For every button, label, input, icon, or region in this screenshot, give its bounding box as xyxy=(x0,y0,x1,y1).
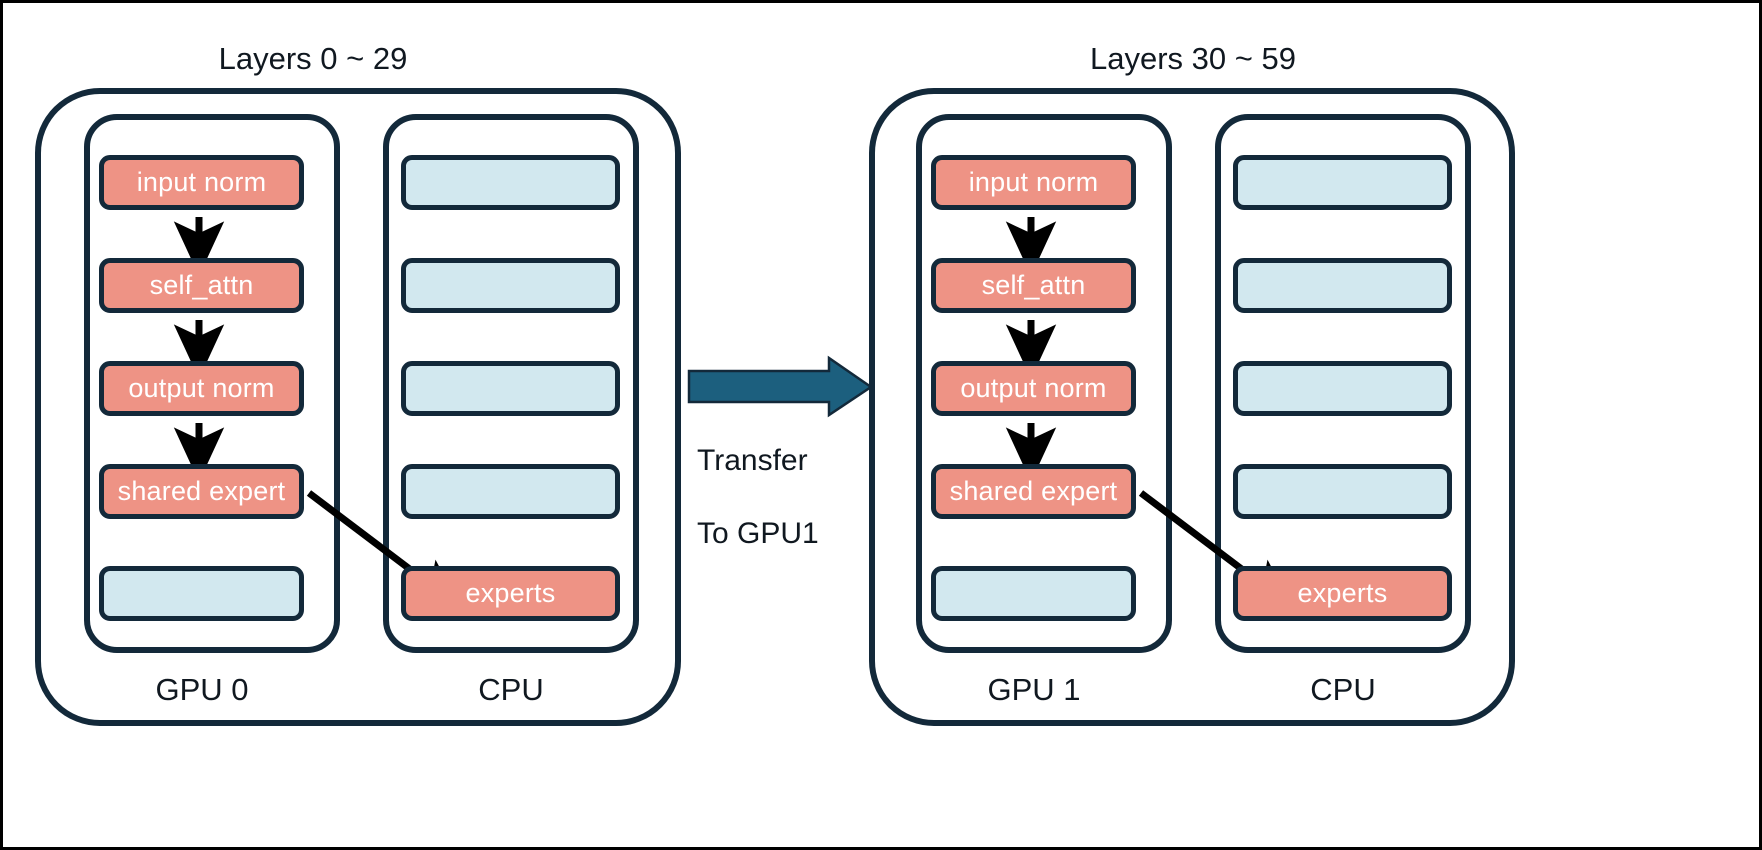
cpu1-block-slot-3[interactable] xyxy=(1233,361,1452,416)
gpu0-block-self-attn[interactable]: self_attn xyxy=(99,258,304,313)
cpu1-block-experts-label: experts xyxy=(1297,578,1388,608)
cpu0-block-slot-4[interactable] xyxy=(401,464,620,519)
gpu0-block-shared-expert[interactable]: shared expert xyxy=(99,464,304,519)
gpu0-block-input-norm-label: input norm xyxy=(136,167,267,197)
transfer-arrow-group xyxy=(687,355,874,418)
cpu0-block-experts[interactable]: experts xyxy=(401,566,620,621)
gpu1-block-output-norm[interactable]: output norm xyxy=(931,361,1136,416)
gpu0-block-output-norm[interactable]: output norm xyxy=(99,361,304,416)
gpu0-block-input-norm[interactable]: input norm xyxy=(99,155,304,210)
gpu0-block-output-norm-label: output norm xyxy=(128,373,275,403)
transfer-label: Transfer To GPU1 xyxy=(697,406,872,589)
gpu1-block-self-attn[interactable]: self_attn xyxy=(931,258,1136,313)
cpu1-block-slot-4[interactable] xyxy=(1233,464,1452,519)
gpu1-block-shared-expert-label: shared expert xyxy=(949,476,1118,506)
gpu1-block-empty-slot[interactable] xyxy=(931,566,1136,621)
gpu1-device-label: GPU 1 xyxy=(987,672,1081,707)
gpu1-block-input-norm-label: input norm xyxy=(968,167,1099,197)
group-left-title: Layers 0 ~ 29 xyxy=(218,41,408,76)
diagram-vector-layer xyxy=(35,88,1515,726)
gpu0-device-label: GPU 0 xyxy=(155,672,249,707)
gpu1-block-self-attn-label: self_attn xyxy=(981,270,1086,300)
cpu1-block-experts[interactable]: experts xyxy=(1233,566,1452,621)
group-right-title: Layers 30 ~ 59 xyxy=(1090,41,1296,76)
cpu0-block-slot-3[interactable] xyxy=(401,361,620,416)
gpu1-block-shared-expert[interactable]: shared expert xyxy=(931,464,1136,519)
cpu0-block-slot-1[interactable] xyxy=(401,155,620,210)
cpu0-device-label: CPU xyxy=(478,672,544,707)
gpu0-block-empty-slot[interactable] xyxy=(99,566,304,621)
gpu1-block-input-norm[interactable]: input norm xyxy=(931,155,1136,210)
cpu0-block-slot-2[interactable] xyxy=(401,258,620,313)
cpu1-device-label: CPU xyxy=(1310,672,1376,707)
gpu0-block-shared-expert-label: shared expert xyxy=(117,476,286,506)
transfer-label-line-1: Transfer xyxy=(697,443,808,477)
transfer-arrow-shape xyxy=(687,355,874,418)
cpu1-block-slot-1[interactable] xyxy=(1233,155,1452,210)
gpu1-block-output-norm-label: output norm xyxy=(960,373,1107,403)
gpu0-block-self-attn-label: self_attn xyxy=(149,270,254,300)
cpu1-block-slot-2[interactable] xyxy=(1233,258,1452,313)
transfer-label-line-2: To GPU1 xyxy=(697,516,819,550)
cpu0-block-experts-label: experts xyxy=(465,578,556,608)
